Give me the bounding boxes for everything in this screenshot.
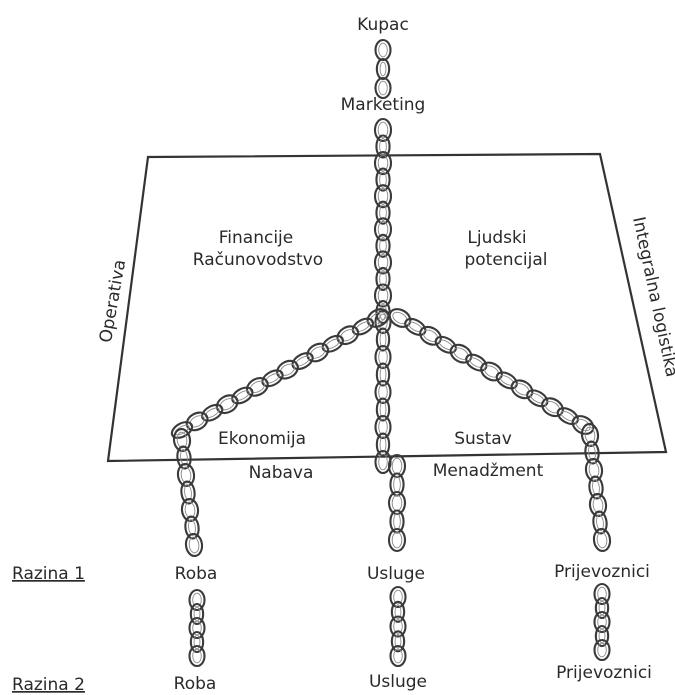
- chain-link-center: [374, 379, 392, 405]
- chain-link-kupac: [374, 38, 392, 62]
- chain-link-right-branch: [526, 389, 549, 408]
- chain-links: [170, 38, 612, 668]
- roba-1-label: Roba: [175, 564, 218, 584]
- chain-link-main: [373, 283, 393, 308]
- prijevoznici-1-label: Prijevoznici: [554, 562, 650, 582]
- chain-link-left-branch: [215, 394, 239, 415]
- razina-1-label: Razina 1: [12, 564, 85, 584]
- chain-link-main: [373, 217, 393, 242]
- chain-link-roba-upper: [180, 497, 200, 523]
- chain-link-left-branch: [276, 359, 299, 380]
- sustav-label: Sustav: [454, 429, 512, 449]
- chain-link-left-branch: [306, 342, 330, 363]
- chain-link-kupac: [374, 76, 392, 100]
- chain-link-left-branch: [366, 308, 390, 328]
- chain-link-main: [373, 250, 393, 275]
- roba-2-label: Roba: [174, 674, 217, 694]
- chain-link-right-branch: [449, 343, 473, 364]
- chain-link-prijevoznici-lower: [593, 638, 611, 662]
- marketing-label: Marketing: [341, 95, 426, 115]
- chain-link-main: [375, 233, 391, 258]
- ekonomija-label: Ekonomija: [218, 429, 306, 449]
- chain-link-prijevoznici-upper: [580, 422, 600, 448]
- chain-link-center: [374, 344, 392, 370]
- chain-link-right-branch: [465, 353, 488, 372]
- chain-link-prijevoznici-upper: [592, 510, 608, 535]
- potencijal-label: potencijal: [464, 250, 547, 270]
- chain-link-right-branch: [495, 371, 518, 390]
- chain-link-right-branch: [404, 317, 427, 336]
- chain-link-center: [375, 362, 391, 387]
- chain-link-roba-upper: [184, 515, 200, 540]
- chain-link-main: [373, 151, 393, 176]
- chain-link-prijevoznici-upper: [588, 492, 608, 518]
- chain-link-left-branch: [336, 325, 360, 346]
- chain-link-prijevoznici-upper: [588, 475, 604, 500]
- chain-link-left-branch: [201, 403, 224, 422]
- chain-link-prijevoznici-upper: [592, 527, 612, 553]
- chain-link-main: [375, 200, 391, 225]
- chain-link-roba-lower: [188, 644, 206, 668]
- chain-link-right-branch: [556, 407, 579, 426]
- chain-link-right-branch: [571, 415, 595, 435]
- kupac-label: Kupac: [357, 15, 409, 35]
- chain-link-main: [375, 134, 391, 159]
- usluge-2-label: Usluge: [369, 672, 427, 692]
- organization-frame: [106, 152, 668, 463]
- chain-link-usluge-lower: [389, 615, 407, 638]
- chain-link-prijevoznici-upper: [584, 457, 604, 483]
- nabava-label: Nabava: [249, 463, 314, 483]
- chain-link-left-branch: [321, 334, 344, 353]
- chain-link-center: [375, 397, 391, 422]
- chain-link-usluge-lower: [390, 600, 406, 623]
- usluge-1-label: Usluge: [367, 564, 425, 584]
- chain-link-main: [373, 184, 393, 209]
- chain-link-left-branch: [351, 317, 375, 336]
- racunovodstvo-label: Računovodstvo: [193, 250, 323, 270]
- chain-link-center: [375, 432, 391, 457]
- ljudski-label: Ljudski: [467, 228, 526, 248]
- chain-link-left-branch: [291, 352, 314, 371]
- chain-link-roba-upper: [172, 427, 192, 453]
- menadzment-label: Menadžment: [433, 461, 544, 481]
- chain-link-roba-upper: [180, 480, 196, 505]
- chain-link-left-branch: [185, 411, 209, 432]
- chain-link-main: [373, 117, 393, 143]
- chain-link-right-branch: [434, 335, 457, 354]
- chain-link-left-branch: [261, 369, 284, 388]
- chain-link-usluge-lower: [390, 630, 406, 653]
- chain-link-left-branch: [231, 386, 254, 405]
- chain-link-roba-upper: [184, 532, 204, 558]
- prijevoznici-2-label: Prijevoznici: [556, 663, 652, 683]
- chain-link-roba-upper: [176, 445, 192, 470]
- chain-link-center: [375, 327, 391, 352]
- chain-link-center: [374, 449, 392, 475]
- chain-link-left-branch: [246, 377, 269, 397]
- chain-link-main: [375, 167, 391, 192]
- chain-link-usluge-upper: [387, 527, 407, 553]
- chain-link-roba-upper: [176, 462, 196, 488]
- financije-label: Financije: [219, 228, 293, 248]
- chain-link-prijevoznici-upper: [584, 440, 600, 465]
- chain-link-right-branch: [541, 397, 564, 418]
- chain-link-right-branch: [388, 308, 412, 328]
- chain-link-usluge-lower: [389, 585, 407, 609]
- chain-link-center: [374, 309, 392, 335]
- chain-link-main: [375, 266, 391, 291]
- integralna-logistika-label: Integralna logistika: [628, 215, 675, 379]
- chain-link-usluge-lower: [389, 644, 407, 668]
- razina-2-label: Razina 2: [12, 675, 85, 695]
- chain-link-right-branch: [480, 361, 503, 382]
- chain-link-kupac: [375, 57, 391, 81]
- chain-link-center: [374, 414, 392, 440]
